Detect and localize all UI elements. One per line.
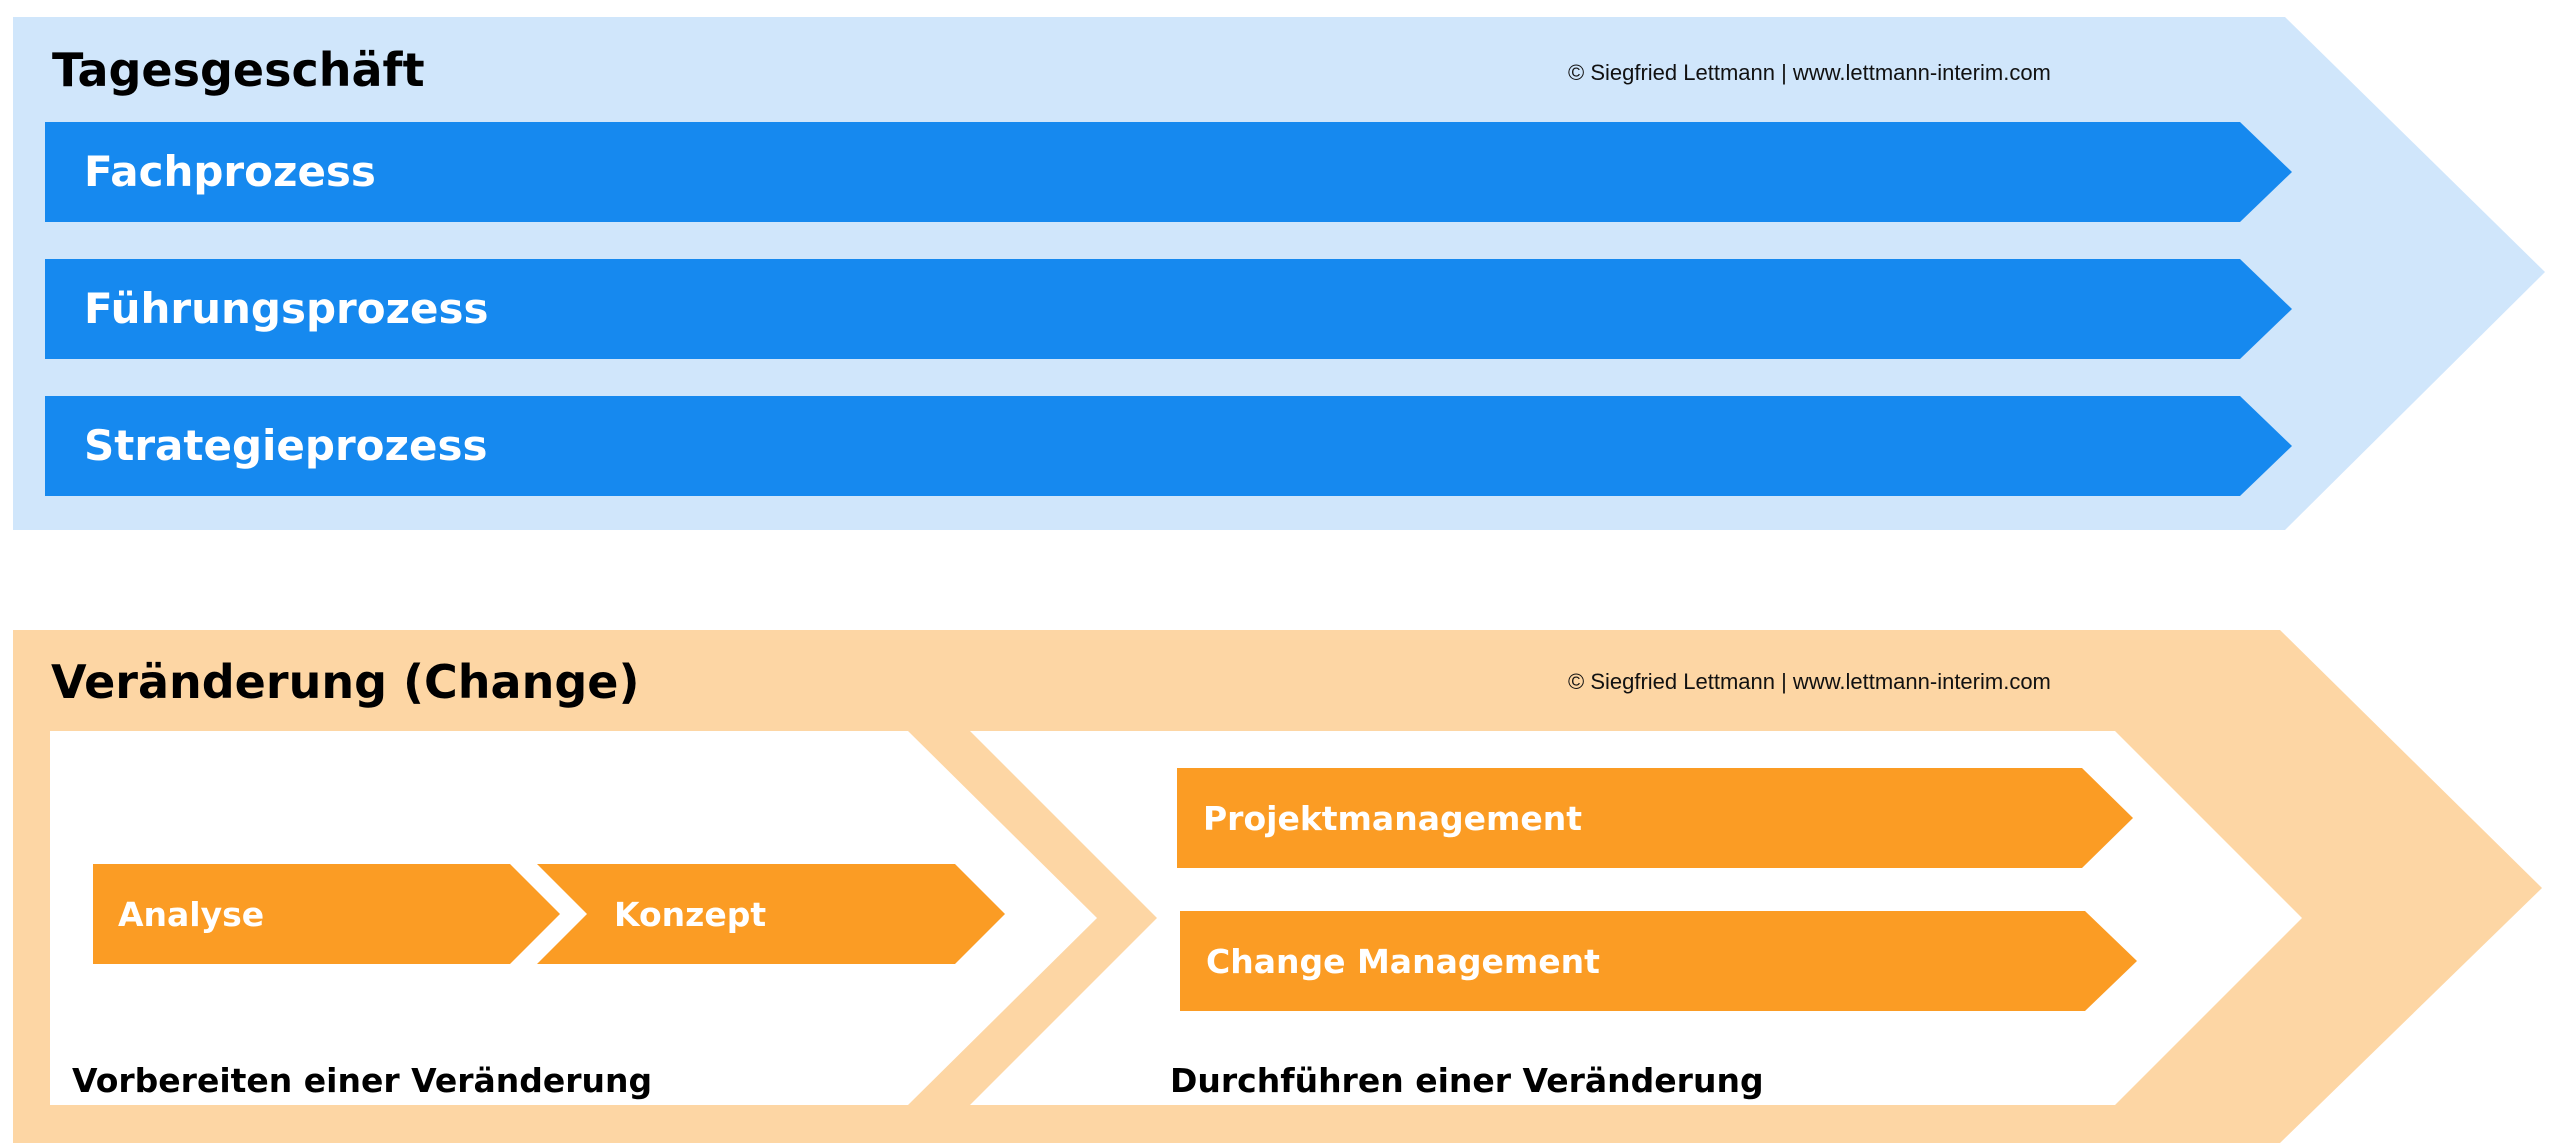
tagesgeschaeft-title: Tagesgeschäft bbox=[52, 43, 425, 97]
step-projektmanagement-label: Projektmanagement bbox=[1203, 799, 1583, 838]
step-analyse-label: Analyse bbox=[118, 895, 265, 934]
lane-fuehrungsprozess-arrow bbox=[45, 259, 2292, 359]
top-copyright: © Siegfried Lettmann | www.lettmann-inte… bbox=[1568, 60, 2051, 85]
step-change-management-arrow bbox=[1180, 911, 2137, 1011]
lane-strategieprozess-label: Strategieprozess bbox=[84, 421, 488, 470]
step-konzept-label: Konzept bbox=[614, 895, 767, 934]
lane-fachprozess-label: Fachprozess bbox=[84, 147, 376, 196]
step-konzept-arrow bbox=[537, 864, 1005, 964]
lane-strategieprozess-arrow bbox=[45, 396, 2292, 496]
prepare-phase-label: Vorbereiten einer Veränderung bbox=[72, 1061, 653, 1100]
prepare-phase-chevron bbox=[50, 731, 1097, 1105]
step-analyse-arrow bbox=[93, 864, 560, 964]
step-change-management-label: Change Management bbox=[1206, 942, 1600, 981]
execute-phase-label: Durchführen einer Veränderung bbox=[1170, 1061, 1764, 1100]
lane-fuehrungsprozess-label: Führungsprozess bbox=[84, 284, 489, 333]
bottom-copyright: © Siegfried Lettmann | www.lettmann-inte… bbox=[1568, 669, 2051, 694]
step-projektmanagement-arrow bbox=[1177, 768, 2133, 868]
veraenderung-title: Veränderung (Change) bbox=[51, 655, 640, 709]
lane-fachprozess-arrow bbox=[45, 122, 2292, 222]
